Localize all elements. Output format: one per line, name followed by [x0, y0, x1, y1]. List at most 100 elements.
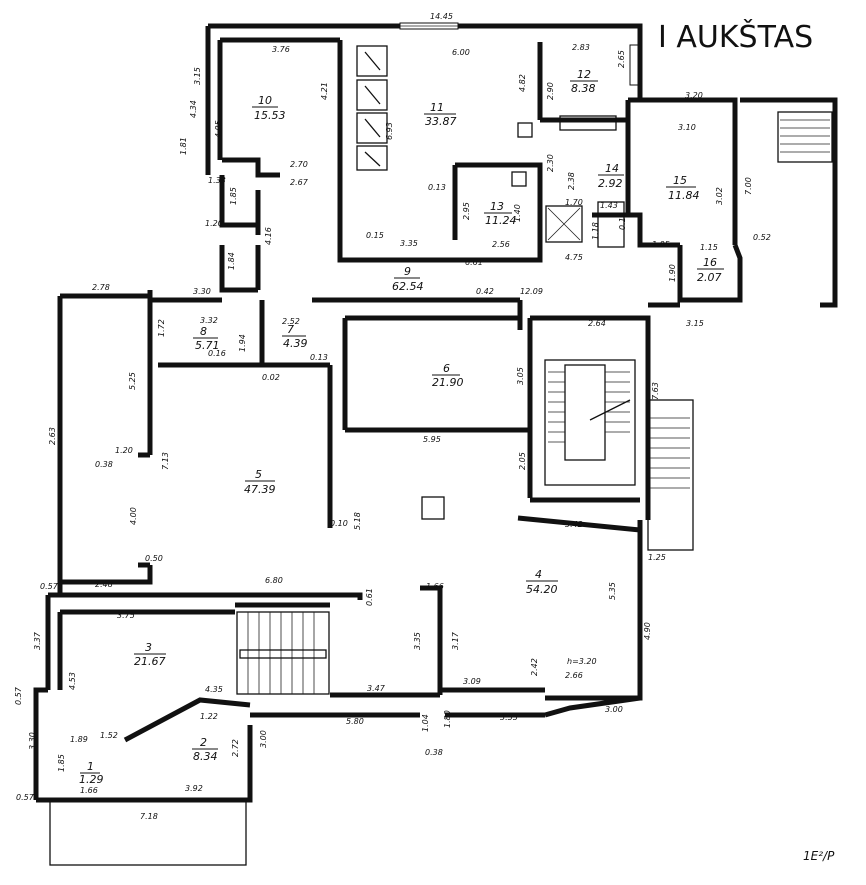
room-number: 5	[255, 468, 262, 481]
dimension-label: 4.34	[189, 100, 198, 118]
floor-title: I AUKŠTAS	[658, 18, 813, 55]
dimension-label: 0.57	[16, 793, 35, 802]
room-8: 8 5.71	[193, 325, 220, 352]
room-area: 21.90	[432, 376, 464, 389]
dimension-label: 4.95	[214, 120, 223, 138]
dimension-label: 3.09	[463, 677, 481, 686]
room-area: 21.67	[134, 655, 166, 668]
room-6: 6 21.90	[432, 362, 464, 389]
main-block-walls	[57, 290, 651, 701]
room-11: 11 33.87	[424, 101, 457, 128]
room-13: 13 11.24	[484, 200, 517, 227]
room-number: 16	[703, 256, 717, 269]
room-number: 10	[258, 94, 272, 107]
room-9: 9 62.54	[392, 265, 424, 293]
dimension-label: 2.65	[617, 50, 626, 68]
dimension-label: 3.05	[516, 367, 525, 385]
upper-wing-walls	[205, 23, 838, 308]
dimension-label: 1.85	[57, 754, 66, 772]
dimension-label: 3.15	[686, 319, 704, 328]
room-2: 2 8.34	[192, 736, 218, 763]
dimension-label: 0.57	[14, 686, 23, 705]
room-number: 7	[287, 323, 294, 336]
dimension-label: 3.20	[685, 91, 703, 100]
dimension-label: 3.92	[185, 784, 203, 793]
dimension-label: 0.10	[330, 519, 348, 528]
dimension-label: 3.55	[500, 713, 518, 722]
room-area: 2.07	[697, 271, 722, 284]
dimension-label: 2.48	[95, 580, 113, 589]
dimension-label: 1.70	[565, 198, 583, 207]
dimension-label: 0.42	[476, 287, 494, 296]
dimension-label: 3.32	[200, 316, 218, 325]
dimension-label: 2.05	[518, 452, 527, 470]
room-area: 8.38	[571, 82, 596, 95]
dimension-label: 1.94	[238, 334, 247, 352]
dimension-label: 3.37	[33, 631, 42, 650]
dimension-label: 3.15	[193, 67, 202, 85]
dimension-label: 1.20	[115, 446, 133, 455]
upper-right-stairs	[545, 111, 833, 248]
dimension-label: 2.78	[92, 283, 110, 292]
room-number: 4	[535, 568, 542, 581]
entrance-platform	[49, 799, 247, 866]
room-area: 8.34	[193, 750, 218, 763]
dimension-label: 6.80	[265, 576, 283, 585]
dimension-label: 0.13	[428, 183, 446, 192]
main-stairs	[544, 359, 636, 486]
lower-block-walls	[33, 585, 641, 803]
room-1: 1 1.29	[79, 760, 104, 786]
room-labels: 10 15.53 11 33.87 12 8.38 13 11.24 14 2.…	[79, 68, 724, 786]
room-number: 1	[87, 760, 94, 773]
sheet-note: 1E²/P	[803, 849, 835, 863]
dimension-label: 0.38	[95, 460, 113, 469]
room-number: 12	[577, 68, 591, 81]
column-block	[421, 496, 445, 520]
dimension-label: 1.43	[600, 201, 618, 210]
dimension-label: 3.76	[272, 45, 290, 54]
room-area: 47.39	[244, 483, 276, 496]
dimension-label: 7.00	[744, 177, 753, 195]
dimension-label: 1.85	[229, 187, 238, 205]
dimension-label: 4.16	[264, 227, 273, 245]
dimension-label: 2.56	[492, 240, 510, 249]
dimension-label: 4.00	[129, 507, 138, 525]
dimension-label: 1.18	[591, 222, 600, 240]
dimension-label: 3.47	[367, 684, 386, 693]
dimension-label: 14.45	[430, 12, 453, 21]
room-15: 15 11.84	[666, 174, 700, 202]
dimension-label: 1.80	[443, 710, 452, 728]
dimension-label: 4.53	[68, 672, 77, 690]
dimension-label: 7.18	[140, 812, 158, 821]
dimension-label: 4.21	[320, 82, 329, 100]
dimension-label: 1.66	[80, 786, 98, 795]
dimension-label: 0.15	[366, 231, 384, 240]
room-area: 15.53	[254, 109, 286, 122]
room-10: 10 15.53	[252, 94, 286, 122]
room-14: 14 2.92	[598, 162, 624, 190]
dimension-label: 5.80	[346, 717, 364, 726]
room-area: 33.87	[425, 115, 457, 128]
room-area: 2.92	[598, 177, 623, 190]
room-number: 9	[404, 265, 411, 278]
dimension-label: 3.30	[28, 732, 37, 750]
room-16: 16 2.07	[697, 256, 724, 284]
window-top	[399, 22, 639, 86]
room-area: 1.29	[79, 773, 104, 786]
dimension-label: 1.15	[700, 243, 718, 252]
dimension-label: 0.10	[618, 212, 627, 230]
room-area: 11.24	[485, 214, 517, 227]
dimension-label: 3.75	[117, 611, 135, 620]
dimension-label: 3.10	[678, 123, 696, 132]
room-area: 5.71	[195, 339, 220, 352]
dimension-label: 1.72	[157, 319, 166, 337]
dimension-label: 0.50	[145, 554, 163, 563]
dimension-label: 0.38	[425, 748, 443, 757]
room-area: 54.20	[526, 583, 558, 596]
room-7: 7 4.39	[282, 323, 308, 350]
dimension-label: 4.82	[518, 74, 527, 92]
lower-stairs	[236, 611, 330, 695]
dimension-label: 7.13	[161, 452, 170, 470]
room-number: 14	[605, 162, 619, 175]
dimension-label: 2.66	[565, 671, 583, 680]
